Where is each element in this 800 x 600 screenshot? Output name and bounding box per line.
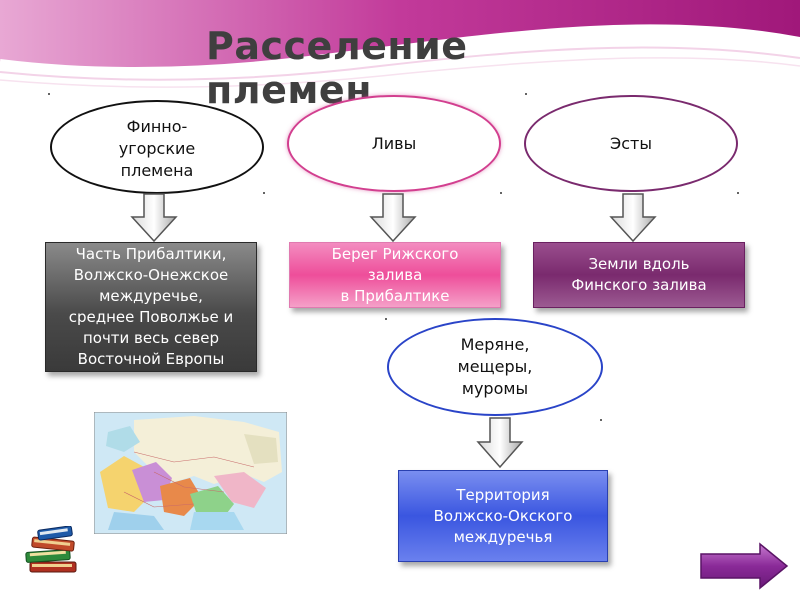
dot xyxy=(525,93,527,95)
down-arrow-icon xyxy=(130,193,178,243)
map-image xyxy=(94,412,287,534)
down-arrow-icon xyxy=(369,193,417,243)
territory-estonians-box: Земли вдоль Финского залива xyxy=(533,242,745,308)
tribe-estonians-ellipse: Эсты xyxy=(524,95,738,192)
arrow-right-icon[interactable] xyxy=(698,542,790,590)
tribe-livs-ellipse: Ливы xyxy=(287,95,501,192)
dot xyxy=(600,419,602,421)
books-icon xyxy=(25,526,77,573)
tribe-meryans-ellipse: Меряне, мещеры, муромы xyxy=(387,318,603,416)
territory-finno-ugric-box: Часть Прибалтики, Волжско-Онежское между… xyxy=(45,242,257,372)
territory-livs-box: Берег Рижского залива в Прибалтике xyxy=(289,242,501,308)
tribe-finno-ugric-ellipse: Финно- угорские племена xyxy=(50,100,264,194)
dot xyxy=(48,93,50,95)
dot xyxy=(263,192,265,194)
header-decoration xyxy=(0,0,800,88)
dot xyxy=(385,318,387,320)
dot xyxy=(500,192,502,194)
dot xyxy=(737,192,739,194)
territory-meryans-box: Территория Волжско-Окского междуречья xyxy=(398,470,608,562)
down-arrow-icon xyxy=(476,417,524,469)
down-arrow-icon xyxy=(609,193,657,243)
